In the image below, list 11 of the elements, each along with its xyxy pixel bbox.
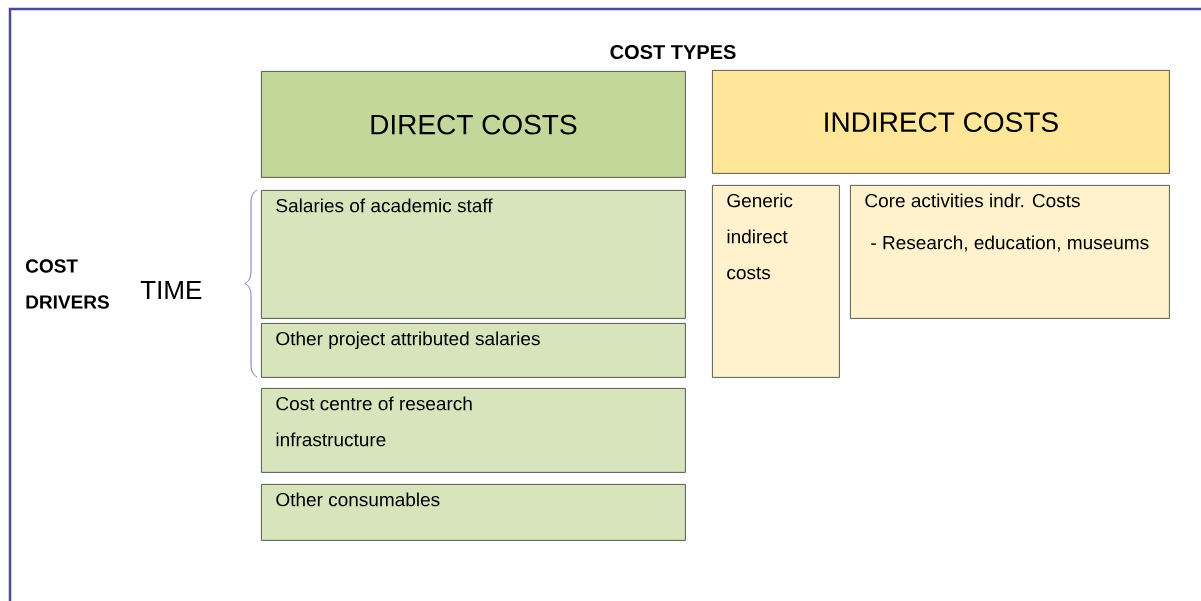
cost-box: Generic indirect costs (712, 185, 840, 378)
column-header: INDIRECT COSTS (712, 70, 1170, 174)
column-header: DIRECT COSTS (261, 71, 686, 178)
cost-box: Other project attributed salaries (261, 323, 686, 378)
cost-box: Salaries of academic staff (261, 190, 686, 319)
cost-box: Other consumables (261, 484, 686, 541)
cost-box: Core activities indr. Costs - Research, education, museums (850, 185, 1170, 319)
axis-label: TIME (140, 281, 202, 299)
heading: COST TYPES (610, 44, 736, 60)
cost-box: Cost centre of research infrastructure (261, 388, 686, 473)
axis-label: COST DRIVERS (26, 259, 109, 309)
